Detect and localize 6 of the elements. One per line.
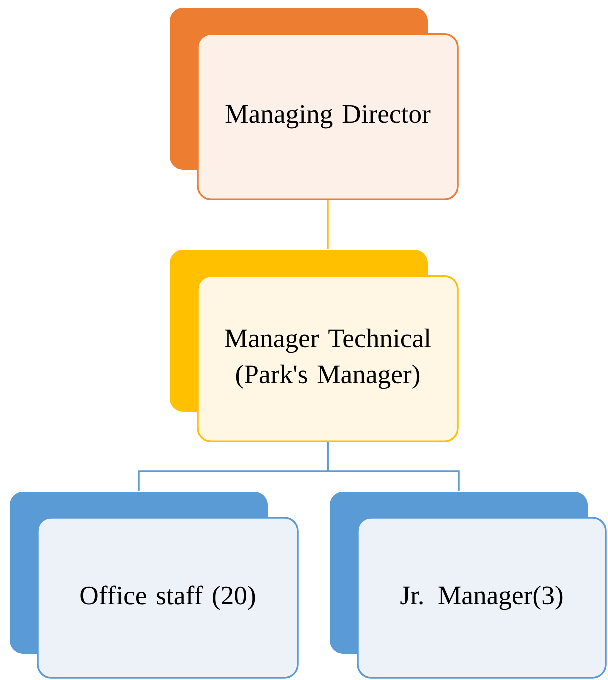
org-box: Manager Technical (Park's Manager) bbox=[170, 250, 459, 443]
org-box: Office staff (20) bbox=[10, 492, 299, 679]
org-box: Jr. Manager(3) bbox=[330, 492, 607, 679]
connector-line bbox=[327, 442, 460, 492]
connector-line bbox=[327, 200, 329, 250]
org-box: Managing Director bbox=[170, 8, 459, 201]
